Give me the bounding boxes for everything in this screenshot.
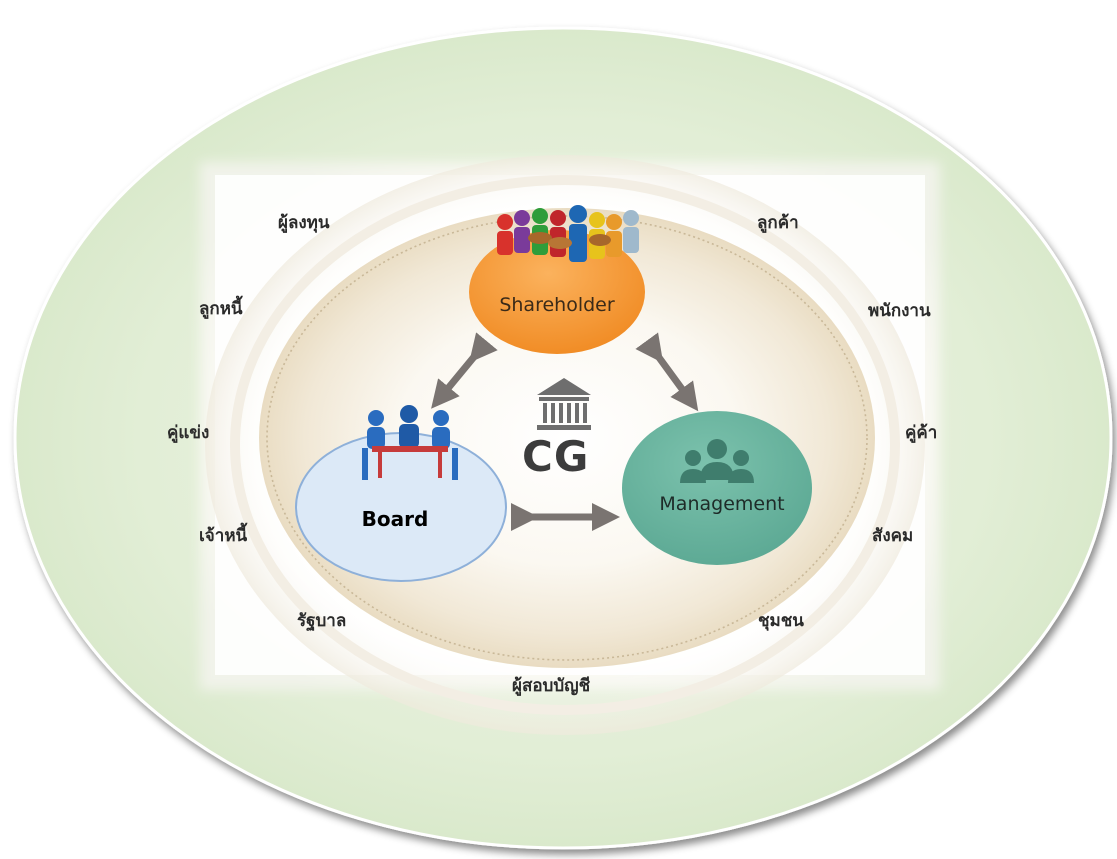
center-label: CG <box>522 432 590 481</box>
stakeholder-government: รัฐบาล <box>297 611 347 631</box>
arrow-shareholder-board <box>431 332 498 409</box>
stakeholder-society: สังคม <box>872 526 914 546</box>
bank-building-icon <box>537 378 591 430</box>
stakeholder-supplier: คู่ค้า <box>905 423 938 443</box>
stakeholder-creditor: เจ้าหนี้ <box>199 526 248 546</box>
management-node <box>622 411 812 565</box>
middle-ring <box>230 175 900 715</box>
stakeholder-employee: พนักงาน <box>868 301 931 321</box>
shareholder-label: Shareholder <box>499 294 615 316</box>
stakeholder-auditor: ผู้สอบบัญชี <box>512 676 591 696</box>
shareholder-node <box>469 230 645 354</box>
stakeholder-competitor: คู่แข่ง <box>167 423 210 443</box>
stakeholder-investor: ผู้ลงทุน <box>278 213 330 233</box>
arrow-shareholder-management <box>635 332 699 412</box>
management-label: Management <box>659 493 785 515</box>
stakeholder-debtor: ลูกหนี้ <box>199 299 243 319</box>
board-meeting-icon <box>362 405 458 480</box>
dotted-ring <box>266 215 868 661</box>
stakeholder-customer: ลูกค้า <box>757 213 799 233</box>
board-label: Board <box>361 507 429 531</box>
people-group-icon <box>680 439 754 483</box>
stakeholder-community: ชุมชน <box>758 611 804 631</box>
shareholders-group-icon <box>497 205 639 262</box>
